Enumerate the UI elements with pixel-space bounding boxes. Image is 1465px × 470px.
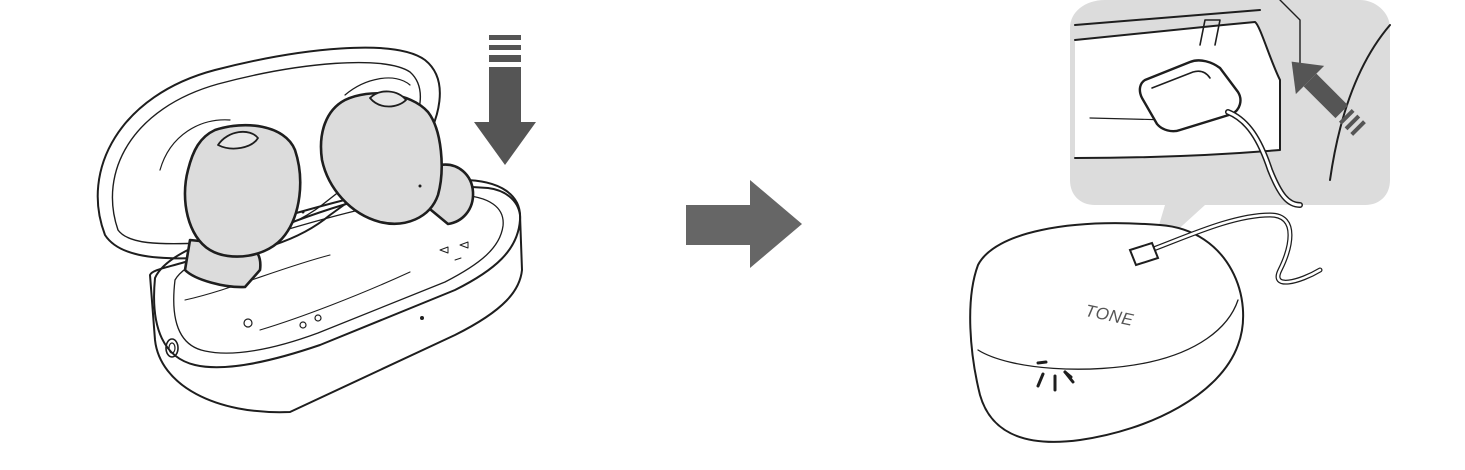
case-inner-seam (184, 254, 331, 301)
closed-case (969, 222, 1245, 443)
led-glow-icon (1036, 360, 1075, 392)
charging-case-illustration: TONE (969, 0, 1391, 443)
left-earbud (183, 123, 305, 289)
usb-cable (1128, 212, 1323, 285)
case-shell (969, 222, 1245, 443)
sequence-arrow-panel (600, 0, 860, 470)
charging-case-panel: TONE (860, 0, 1465, 470)
open-case-panel (0, 0, 600, 470)
down-arrow-icon (474, 35, 536, 165)
lid-cavity-left (159, 119, 231, 171)
right-earbud (319, 90, 475, 226)
lid-cavity-right (344, 77, 411, 96)
open-case-illustration (96, 35, 536, 414)
case-seam (977, 299, 1239, 370)
case-side-button (165, 338, 179, 358)
up-left-arrow-icon (1291, 61, 1366, 136)
callout-closeup (1074, 0, 1391, 208)
right-arrow-icon (686, 180, 802, 268)
